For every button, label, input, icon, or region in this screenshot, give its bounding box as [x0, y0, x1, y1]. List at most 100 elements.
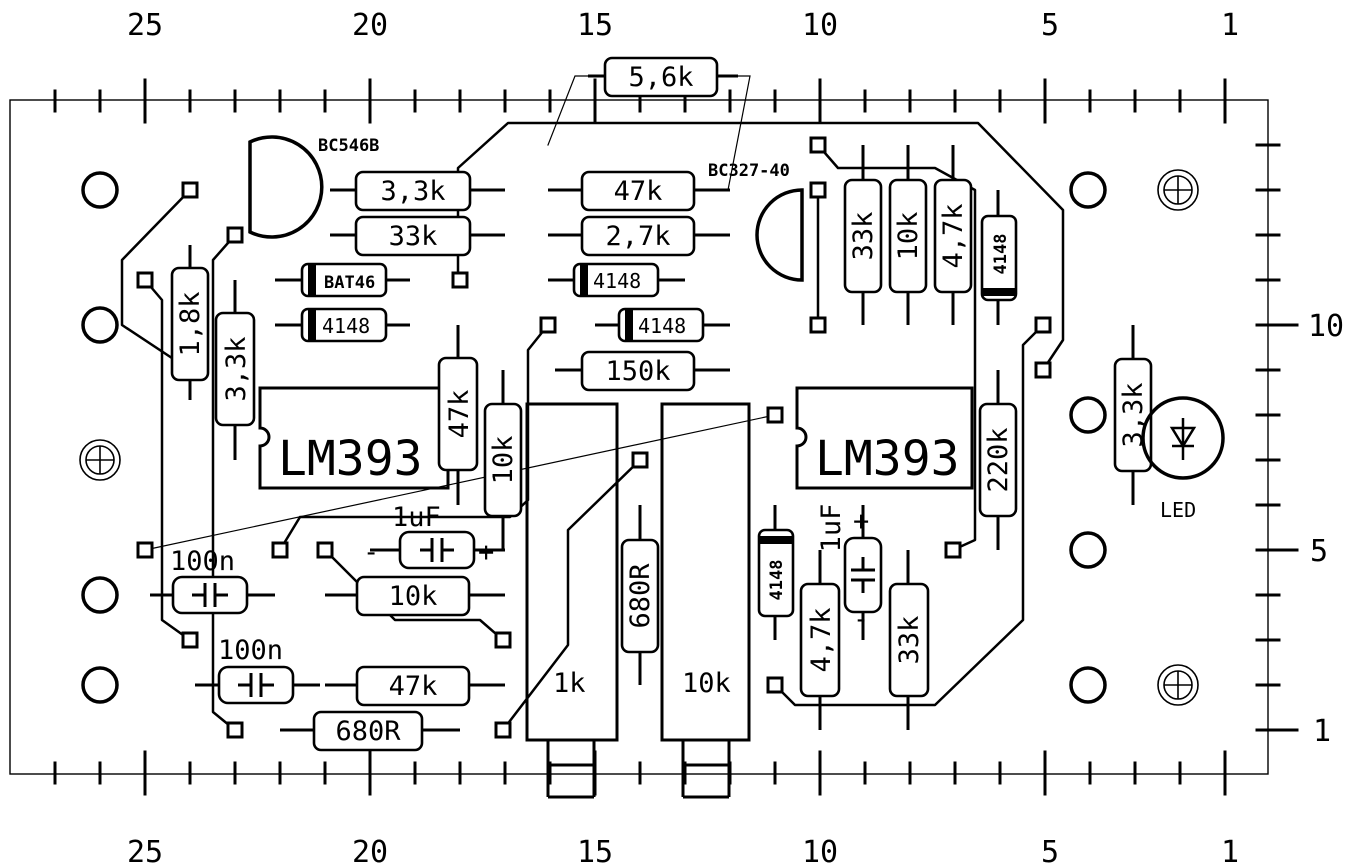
resistor-4-7k-top: 4,7k: [933, 145, 973, 325]
resistor-47k-vert: 47k: [437, 325, 479, 505]
scale-bottom-label: 5: [1041, 835, 1059, 868]
resistor-label: 33k: [848, 212, 879, 261]
mounting-holes: [81, 171, 1107, 704]
resistor-33k-bottom: 33k: [888, 550, 930, 730]
resistor-label: 1,8k: [175, 291, 206, 356]
resistor-label: 2,7k: [605, 221, 670, 252]
resistor-label: 47k: [444, 390, 475, 439]
scale-bottom-label: 1: [1221, 835, 1239, 868]
potentiometer-1k: 1k: [525, 402, 619, 799]
diode-label: 4148: [638, 314, 686, 338]
capacitor-1uf-vertical: 1uF + -: [816, 504, 883, 640]
bottom-edge-ticks: [53, 750, 1227, 796]
scale-right: 10 5 1: [1308, 309, 1344, 749]
resistor-220k: 220k: [978, 370, 1018, 550]
capacitor-label: 1uF: [392, 502, 441, 533]
scale-bottom-label: 25: [127, 835, 163, 868]
diode-4148-b: 4148: [548, 262, 685, 298]
diode-label: BAT46: [324, 273, 375, 293]
transistor-bc327: BC327-40: [708, 161, 804, 282]
resistor-4-7k-bottom: 4,7k: [799, 550, 841, 730]
resistor-label: 33k: [894, 616, 925, 665]
diode-4148-c: 4148: [595, 307, 730, 343]
resistor-10k-top: 10k: [888, 145, 928, 325]
resistor-33k: 33k: [330, 215, 505, 257]
resistor-label: 5,6k: [628, 62, 693, 93]
capacitor-label: 100n: [170, 546, 235, 577]
capacitor-label: 1uF: [816, 504, 847, 553]
resistor-label: 4,7k: [938, 203, 969, 268]
led-label: LED: [1160, 498, 1196, 522]
resistor-label: 33k: [389, 221, 438, 252]
scale-right-label: 10: [1308, 309, 1344, 344]
capacitor-label: 100n: [218, 635, 283, 666]
potentiometer-10k: 10k: [660, 402, 751, 799]
resistor-3-3k: 3,3k: [330, 170, 505, 212]
right-edge-ticks: [1255, 143, 1299, 732]
resistor-680r-vert: 680R: [620, 505, 660, 685]
scale-top-label: 20: [352, 8, 388, 43]
scale-top-label: 10: [802, 8, 838, 43]
scale-top: 25 20 15 10 5 1: [127, 8, 1239, 43]
diode-label: 4148: [322, 314, 370, 338]
led: LED: [1141, 396, 1225, 522]
resistor-3-3k-led: 3,3k: [1113, 325, 1153, 505]
resistor-5-6k: 5,6k: [588, 56, 738, 98]
capacitor-minus: -: [853, 604, 869, 635]
capacitor-plus: +: [853, 506, 869, 537]
resistor-label: 10k: [389, 581, 438, 612]
resistor-label: 47k: [614, 176, 663, 207]
resistor-47k-top: 47k: [548, 170, 730, 212]
resistor-10k-vert: 10k: [483, 370, 523, 550]
scale-top-label: 5: [1041, 8, 1059, 43]
resistor-label: 47k: [389, 671, 438, 702]
resistor-1-8k: 1,8k: [170, 245, 210, 400]
ic-label: LM393: [278, 431, 423, 487]
ic-label: LM393: [815, 431, 960, 487]
transistor-bc546b: BC546B: [248, 135, 379, 239]
resistor-label: 220k: [983, 427, 1014, 492]
resistor-label: 3,3k: [221, 336, 252, 401]
resistor-680r-bottom: 680R: [280, 710, 460, 752]
solder-pads: [136, 136, 1052, 739]
resistor-label: 150k: [605, 356, 670, 387]
capacitor-minus: -: [363, 537, 379, 568]
pot-label: 10k: [682, 668, 731, 699]
capacitor-100n-b: 100n: [195, 635, 320, 705]
scale-top-label: 15: [577, 8, 613, 43]
resistor-label: 10k: [893, 212, 924, 261]
diode-4148-a: 4148: [275, 307, 410, 343]
scale-bottom-label: 20: [352, 835, 388, 868]
resistor-2-7k: 2,7k: [548, 215, 730, 257]
resistor-47k-bottom: 47k: [325, 665, 505, 707]
resistor-33k-top: 33k: [843, 145, 883, 325]
resistor-label: 680R: [625, 563, 656, 629]
scale-right-label: 1: [1313, 714, 1331, 749]
ic-lm393-right: LM393: [795, 386, 974, 490]
resistor-label: 10k: [488, 436, 519, 485]
pot-label: 1k: [553, 668, 586, 699]
resistor-10k-mid: 10k: [325, 575, 505, 617]
scale-bottom: 25 20 15 10 5 1: [127, 835, 1239, 868]
capacitor-100n-a: 100n: [150, 546, 275, 615]
scale-bottom-label: 10: [802, 835, 838, 868]
transistor-label: BC327-40: [708, 161, 790, 181]
scale-right-label: 5: [1310, 534, 1328, 569]
scale-top-label: 1: [1221, 8, 1239, 43]
ic-lm393-left: LM393: [258, 386, 450, 490]
scale-top-label: 25: [127, 8, 163, 43]
fiducials: [79, 169, 1199, 706]
capacitor-1uf-horizontal: 1uF - +: [363, 502, 505, 570]
resistor-label: 4,7k: [806, 607, 837, 672]
diode-4148-e: 4148: [757, 505, 795, 640]
resistor-label: 680R: [335, 716, 401, 747]
scale-bottom-label: 15: [577, 835, 613, 868]
resistor-label: 3,3k: [380, 176, 445, 207]
top-edge-ticks: [53, 78, 1227, 124]
diode-label: 4148: [991, 234, 1011, 275]
resistor-150k: 150k: [555, 350, 730, 392]
diode-bat46: BAT46: [275, 262, 410, 298]
diode-label: 4148: [593, 269, 641, 293]
resistor-3-3k-left: 3,3k: [214, 280, 256, 460]
